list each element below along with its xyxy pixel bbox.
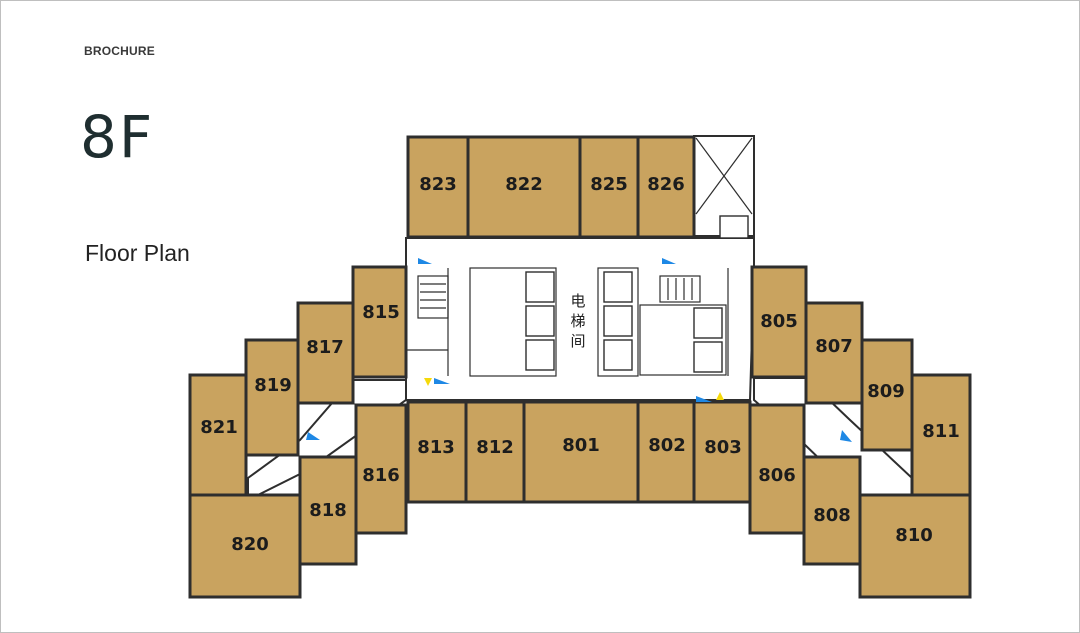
exit-marker-icon bbox=[662, 258, 676, 264]
room-label-802: 802 bbox=[648, 435, 686, 456]
room[interactable] bbox=[244, 338, 300, 457]
warning-marker-icon bbox=[424, 378, 432, 386]
exit-marker-icon bbox=[840, 430, 852, 442]
room-label-826: 826 bbox=[647, 174, 685, 195]
exit-marker-icon bbox=[306, 432, 320, 440]
room-label-815: 815 bbox=[362, 302, 400, 323]
room-label-811: 811 bbox=[922, 421, 960, 442]
room-label-809: 809 bbox=[867, 381, 905, 402]
exit-marker-icon bbox=[434, 378, 450, 384]
room-label-805: 805 bbox=[760, 311, 798, 332]
room-label-817: 817 bbox=[306, 337, 344, 358]
brand-label: BROCHURE bbox=[84, 44, 155, 58]
room[interactable] bbox=[636, 400, 696, 504]
core-label-3: 间 bbox=[570, 332, 585, 350]
room-label-803: 803 bbox=[704, 437, 742, 458]
floor-plan-title: Floor Plan bbox=[85, 240, 190, 266]
room[interactable] bbox=[692, 400, 752, 504]
room[interactable] bbox=[406, 135, 470, 239]
room-label-816: 816 bbox=[362, 465, 400, 486]
room-label-808: 808 bbox=[813, 505, 851, 526]
warning-marker-icon bbox=[716, 392, 724, 400]
room-label-825: 825 bbox=[590, 174, 628, 195]
exit-marker-icon bbox=[696, 396, 712, 402]
room[interactable] bbox=[858, 493, 972, 599]
room-label-813: 813 bbox=[417, 437, 455, 458]
core-label-1: 电 bbox=[570, 292, 585, 310]
floor-number: 8F bbox=[80, 103, 155, 171]
room-label-810: 810 bbox=[895, 525, 933, 546]
core-label-2: 梯 bbox=[570, 312, 585, 330]
room-label-806: 806 bbox=[758, 465, 796, 486]
room-label-820: 820 bbox=[231, 534, 269, 555]
room-label-821: 821 bbox=[200, 417, 238, 438]
exit-marker-icon bbox=[418, 258, 432, 264]
room-label-823: 823 bbox=[419, 174, 457, 195]
room[interactable] bbox=[188, 493, 302, 599]
room-label-818: 818 bbox=[309, 500, 347, 521]
room[interactable] bbox=[578, 135, 640, 239]
room[interactable] bbox=[466, 135, 582, 239]
elevator-core bbox=[406, 267, 729, 377]
room-label-822: 822 bbox=[505, 174, 543, 195]
room[interactable] bbox=[636, 135, 696, 239]
room[interactable] bbox=[351, 265, 408, 379]
room-label-819: 819 bbox=[254, 375, 292, 396]
room-label-812: 812 bbox=[476, 437, 514, 458]
room-label-801: 801 bbox=[562, 435, 600, 456]
room[interactable] bbox=[298, 455, 358, 566]
room[interactable] bbox=[522, 400, 640, 504]
room-label-807: 807 bbox=[815, 336, 853, 357]
room[interactable] bbox=[748, 403, 806, 535]
